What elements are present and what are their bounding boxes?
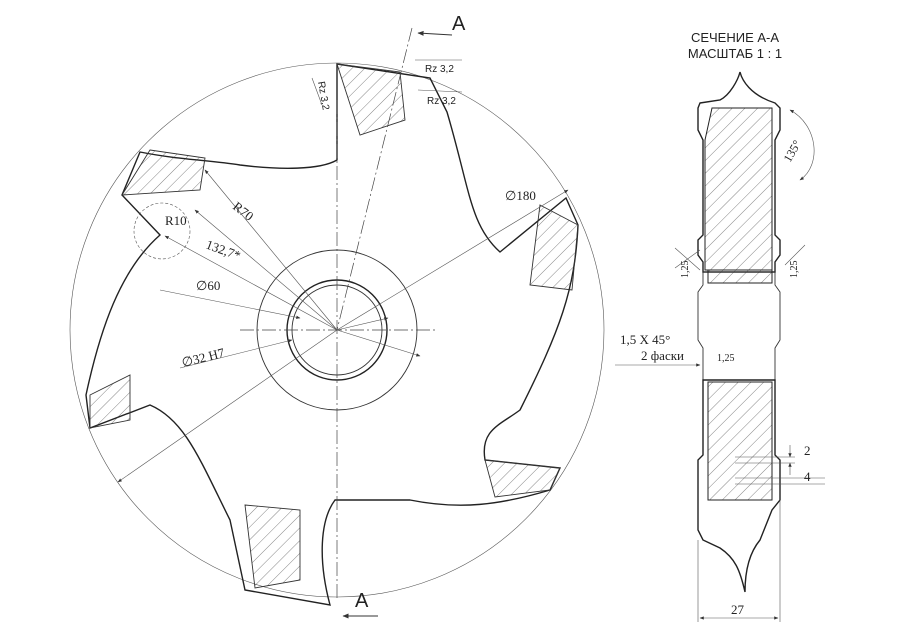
roughness-marks: Rz 3,2 Rz 3,2 Rz 3,2 xyxy=(311,59,463,112)
cutter-body-outline xyxy=(85,63,579,606)
section-line xyxy=(336,27,413,331)
roughness-label-2: Rz 3,2 xyxy=(427,96,456,107)
chamfer-bore-label: 1,25 xyxy=(717,353,735,364)
front-view: A A Rz 3,2 Rz 3,2 Rz 3,2 ∅180 R70 R10 13… xyxy=(69,13,605,619)
outer-diameter-label: ∅180 xyxy=(505,188,536,203)
radius-r70-label: R70 xyxy=(230,199,256,224)
radius-r10-label: R10 xyxy=(165,213,187,228)
tooth-inserts xyxy=(89,63,579,589)
chamfer-right-label: 1,25 xyxy=(789,261,800,279)
roughness-label-3: Rz 3,2 xyxy=(315,81,331,112)
section-label-top: A xyxy=(452,13,466,35)
chamfer-left-label: 1,25 xyxy=(680,261,691,279)
width-label: 27 xyxy=(731,602,745,617)
radius-cut-label: 132,7* xyxy=(204,237,243,263)
hub-diameter-label: ∅60 xyxy=(196,278,220,293)
angle-label: 135° xyxy=(780,138,804,165)
section-hatch-mid xyxy=(707,269,773,284)
small-dimensions xyxy=(735,445,825,485)
dim-4-label: 4 xyxy=(804,469,811,484)
section-arrow-top xyxy=(417,30,453,36)
angle-arc xyxy=(789,109,815,181)
section-outline xyxy=(697,71,781,273)
fillet-r10-circle xyxy=(133,202,191,260)
dimension-leaders xyxy=(117,169,569,483)
section-hatch-upper xyxy=(704,107,773,271)
chamfer-leaders xyxy=(674,244,806,271)
roughness-label-1: Rz 3,2 xyxy=(425,64,454,75)
section-label-bottom: A xyxy=(355,590,369,612)
section-title: СЕЧЕНИЕ А-А xyxy=(691,30,779,45)
chamfer-note-line2: 2 фаски xyxy=(641,348,684,363)
dim-2-label: 2 xyxy=(804,443,811,458)
section-view: СЕЧЕНИЕ А-А МАСШТАБ 1 : 1 135° 1,25 1,25… xyxy=(615,30,825,622)
section-scale: МАСШТАБ 1 : 1 xyxy=(688,46,782,61)
chamfer-note-line1: 1,5 X 45° xyxy=(620,332,670,347)
section-bore xyxy=(697,271,781,381)
bore-diameter-label: ∅32 H7 xyxy=(180,345,226,370)
section-hatch-lower xyxy=(707,381,773,501)
section-outline-lower xyxy=(697,379,781,593)
